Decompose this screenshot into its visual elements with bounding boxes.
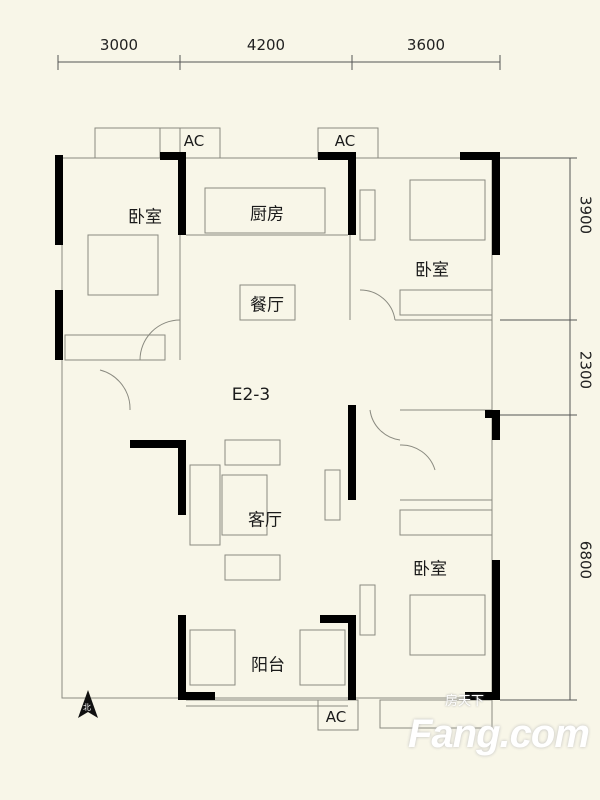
dimension-top-2: 4200 [246,36,286,54]
watermark-logo: Fang.com [408,712,590,756]
dimension-lines [57,55,577,701]
dimension-top-1: 3000 [99,36,139,54]
room-label-balcony: 阳台 [251,650,285,676]
plan-code: E2-3 [231,385,271,405]
ac-label: AC [334,132,356,150]
room-label-bedroom-ne: 卧室 [415,260,449,281]
dimension-top-3: 3600 [406,36,446,54]
room-label-living: 客厅 [248,510,282,531]
thin-walls [61,127,493,731]
dimension-right-1: 3900 [576,195,595,235]
ac-label: AC [325,708,347,726]
north-arrow-icon: 北 [78,690,98,724]
room-label-kitchen: 厨房 [250,204,284,225]
structural-walls [55,152,500,700]
dimension-right-2: 2300 [576,350,595,390]
dimension-right-3: 6800 [576,540,595,580]
ac-label: AC [183,132,205,150]
room-label-bedroom-se: 卧室 [413,559,447,580]
room-label-dining: 餐厅 [250,295,284,316]
north-label: 北 [83,703,91,712]
watermark-cn: 房天下 [445,694,485,709]
room-label-bedroom-nw: 卧室 [128,207,162,228]
